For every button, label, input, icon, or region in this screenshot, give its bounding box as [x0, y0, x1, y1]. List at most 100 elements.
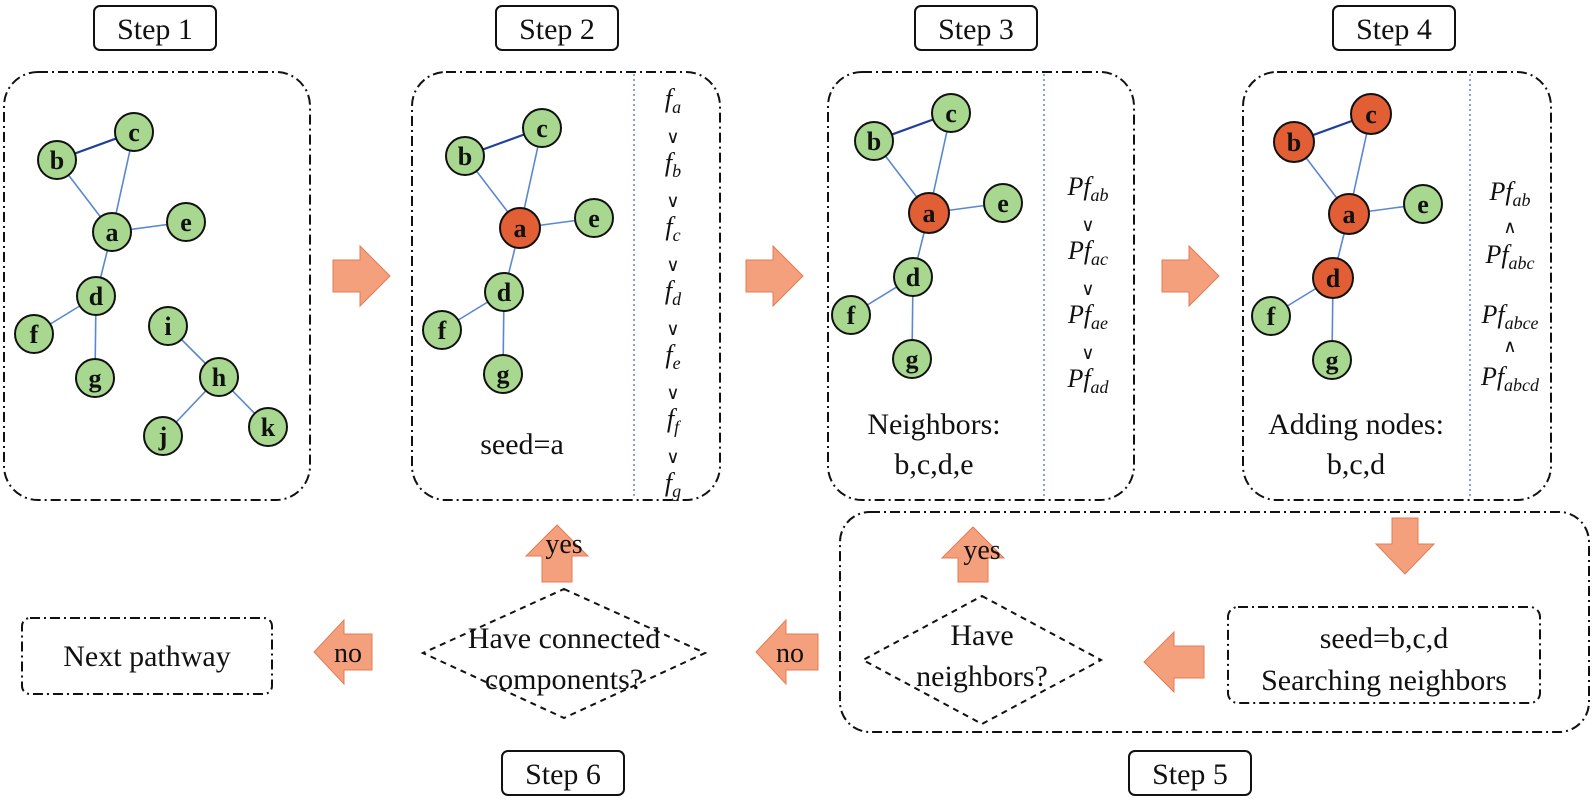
arrow-search-to-neighbors: [1143, 630, 1205, 694]
step-2-formula: fa∨fb∨fc∨fd∨fe∨ff∨fg: [665, 84, 682, 501]
step-3-caption-line2: b,c,d,e: [894, 448, 973, 481]
node-label-d: d: [497, 278, 512, 307]
step-3-header-box: [914, 5, 1038, 51]
node-d: [1312, 257, 1354, 299]
neighbors-yes-label: yes: [963, 535, 1000, 566]
search-neighbors-box: [1227, 606, 1541, 704]
search-line1: seed=b,c,d: [1320, 622, 1449, 655]
node-d: [893, 257, 933, 297]
node-label-b: b: [867, 127, 881, 156]
arrow-neighbors-yes: [940, 526, 1006, 583]
node-j: [143, 416, 183, 456]
node-g: [75, 358, 115, 398]
node-label-f: f: [438, 316, 447, 345]
node-label-g: g: [89, 364, 102, 393]
node-label-a: a: [923, 199, 936, 228]
formula-term: Pfad: [1066, 364, 1109, 397]
node-label-c: c: [945, 99, 957, 128]
neighbors-decision-line1: Have: [950, 619, 1013, 652]
node-i: [148, 306, 188, 346]
step-3-caption-line1: Neighbors:: [867, 408, 1000, 441]
node-label-b: b: [458, 142, 472, 171]
formula-operator: ∨: [666, 447, 679, 467]
neighbors-no-label: no: [776, 638, 804, 669]
node-label-c: c: [128, 118, 140, 147]
node-e: [1403, 184, 1443, 224]
step-4-header: Step 4: [1356, 13, 1432, 46]
formula-term: fe: [665, 340, 680, 373]
node-label-a: a: [106, 218, 119, 247]
node-f: [1251, 296, 1291, 336]
node-f: [422, 310, 462, 350]
step-5-header-box: [1128, 750, 1252, 796]
node-h: [199, 357, 239, 397]
arrow-neighbors-no: [755, 618, 819, 686]
node-b: [1273, 121, 1315, 163]
node-g: [483, 354, 523, 394]
step-6-header: Step 6: [525, 758, 601, 791]
have-components-diamond: [420, 587, 708, 720]
step-1-panel: [3, 71, 311, 501]
node-label-d: d: [906, 263, 921, 292]
formula-term: Pfabce: [1480, 300, 1538, 333]
node-label-e: e: [180, 208, 192, 237]
components-decision-line1: Have connected: [468, 622, 660, 655]
formula-term: Pfab: [1488, 177, 1530, 210]
neighbors-decision-line2: neighbors?: [916, 660, 1048, 693]
search-line2: Searching neighbors: [1261, 664, 1507, 697]
formula-operator: ∨: [666, 127, 679, 147]
node-label-a: a: [514, 214, 527, 243]
node-label-f: f: [847, 301, 856, 330]
components-decision-line2: components?: [485, 663, 643, 696]
formula-operator: ∨: [1081, 215, 1094, 235]
node-f: [14, 314, 54, 354]
node-e: [166, 202, 206, 242]
formula-term: fb: [665, 148, 681, 181]
have-neighbors-diamond: [860, 594, 1104, 726]
node-label-f: f: [30, 320, 39, 349]
step-2-header-box: [495, 5, 619, 51]
step-1-header: Step 1: [117, 13, 193, 46]
step-3-header: Step 3: [938, 13, 1014, 46]
node-e: [983, 183, 1023, 223]
node-label-j: j: [158, 422, 168, 451]
arrow-step4-down: [1374, 517, 1436, 575]
node-a: [92, 212, 132, 252]
components-yes-label: yes: [545, 529, 582, 560]
formula-operator: ∨: [666, 383, 679, 403]
node-label-e: e: [588, 204, 600, 233]
formula-term: fd: [665, 276, 682, 309]
node-c: [1350, 93, 1392, 135]
formula-operator: ∧: [1503, 336, 1516, 356]
formula-term: Pfabc: [1484, 240, 1534, 273]
formula-term: fg: [665, 468, 681, 501]
node-label-d: d: [89, 282, 104, 311]
node-label-i: i: [164, 312, 171, 341]
arrow-components-yes: [524, 524, 590, 583]
node-e: [574, 198, 614, 238]
node-b: [37, 140, 77, 180]
step-4-panel: [1242, 71, 1552, 501]
step-3-formula: Pfab∨Pfac∨Pfae∨Pfad: [1066, 172, 1109, 397]
node-d: [484, 272, 524, 312]
next-pathway-label: Next pathway: [63, 640, 230, 673]
node-label-e: e: [997, 189, 1009, 218]
formula-operator: ∨: [666, 191, 679, 211]
node-g: [1312, 340, 1352, 380]
formula-term: Pfab: [1066, 172, 1108, 205]
formula-term: fc: [665, 212, 680, 245]
node-b: [445, 136, 485, 176]
formula-term: fa: [665, 84, 681, 117]
components-no-label: no: [334, 638, 362, 669]
node-label-g: g: [1326, 346, 1339, 375]
arrow-step3-to-step4: [1161, 244, 1220, 308]
step-1-header-box: [93, 5, 217, 51]
node-d: [76, 276, 116, 316]
node-label-e: e: [1417, 190, 1429, 219]
step-6-header-box: [501, 750, 625, 796]
formula-operator: ∨: [1081, 343, 1094, 363]
